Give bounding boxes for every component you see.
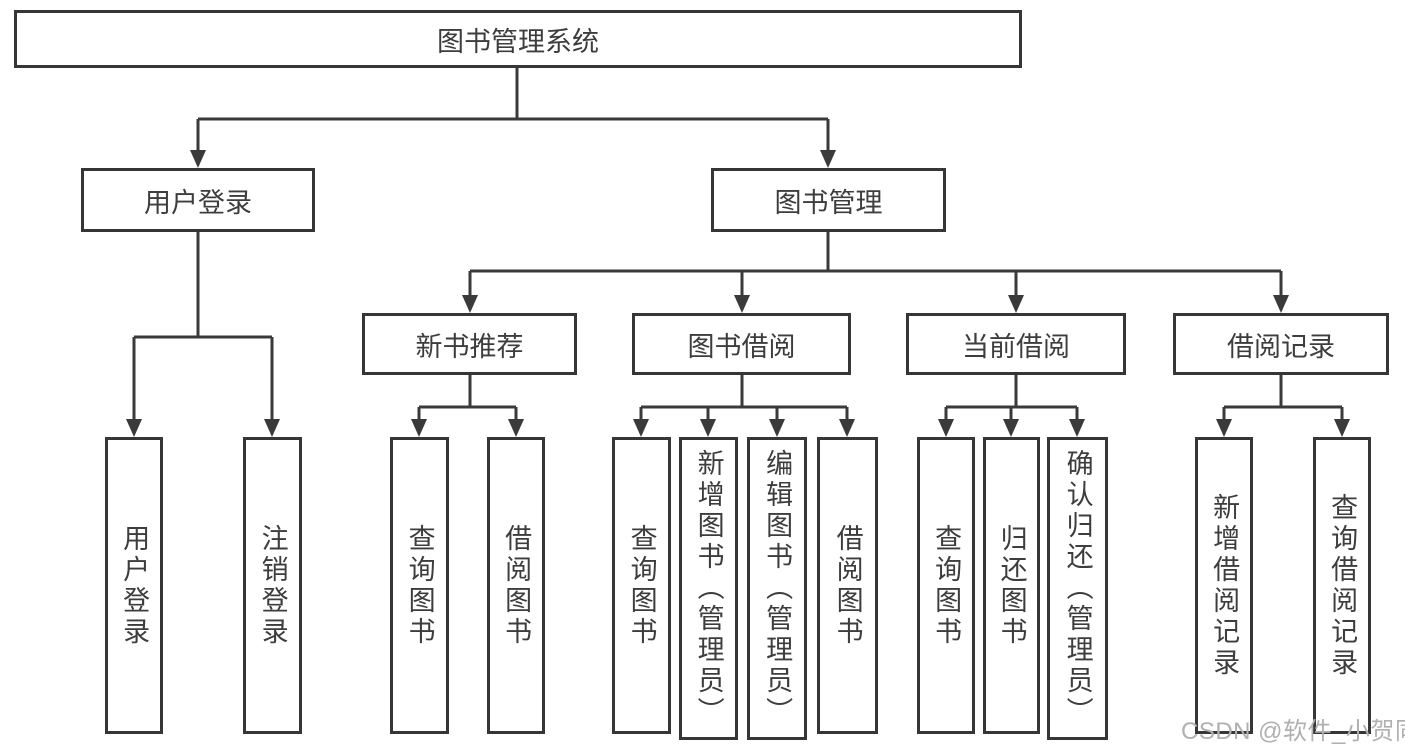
leaf-query-books-current: 查询图书 xyxy=(917,437,975,734)
leaf-borrow-books-recommend: 借阅图书 xyxy=(487,437,545,734)
leaf-query-borrow-record: 查询借阅记录 xyxy=(1313,437,1371,734)
watermark: CSDN @软件_小贺同学 xyxy=(1181,718,1405,745)
leaf-add-book-admin: 新增图书（管理员） xyxy=(679,437,738,740)
node-current-borrowing: 当前借阅 xyxy=(906,313,1126,375)
leaf-query-books-borrowing: 查询图书 xyxy=(612,437,671,734)
leaf-user-login: 用户登录 xyxy=(105,437,163,734)
leaf-borrow-books-borrowing: 借阅图书 xyxy=(817,437,878,734)
connector-segments xyxy=(132,68,1344,421)
leaf-confirm-return-admin: 确认归还（管理员） xyxy=(1047,437,1108,740)
node-book-management: 图书管理 xyxy=(711,168,946,232)
leaf-edit-book-admin: 编辑图书（管理员） xyxy=(747,437,807,740)
leaf-logout: 注销登录 xyxy=(243,437,302,734)
arrowhead-icons xyxy=(126,150,1350,437)
node-borrowing-records: 借阅记录 xyxy=(1173,313,1389,375)
leaf-query-books-recommend: 查询图书 xyxy=(390,437,449,734)
node-new-book-recommendation: 新书推荐 xyxy=(362,313,577,375)
node-book-borrowing: 图书借阅 xyxy=(632,313,851,375)
leaf-add-borrow-record: 新增借阅记录 xyxy=(1195,437,1253,734)
node-root: 图书管理系统 xyxy=(14,10,1022,68)
node-user-login: 用户登录 xyxy=(81,168,315,232)
leaf-return-book: 归还图书 xyxy=(983,437,1040,734)
